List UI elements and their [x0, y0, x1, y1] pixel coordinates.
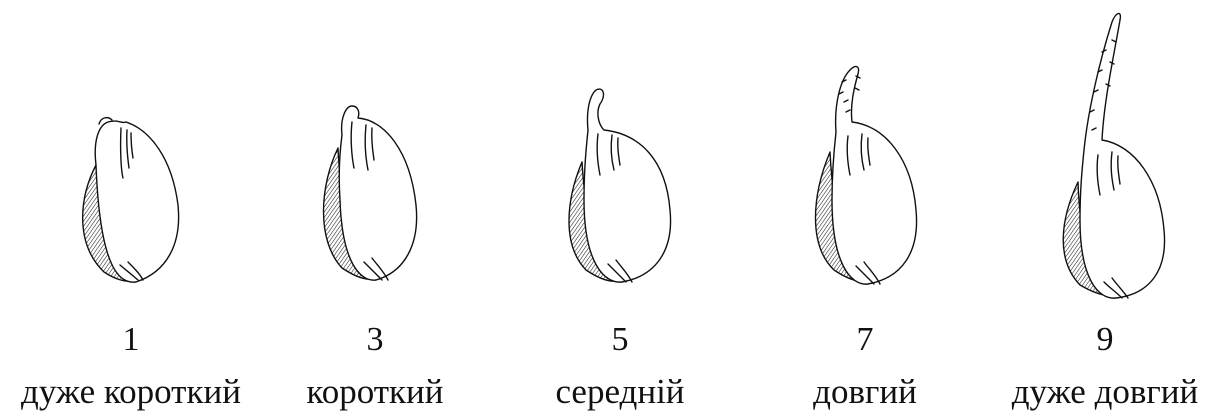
description-label: середній [500, 374, 740, 409]
panel-3: 3 короткий [255, 0, 495, 418]
score-label: 5 [500, 323, 740, 357]
score-label: 1 [11, 323, 251, 357]
score-label: 9 [985, 323, 1223, 357]
score-label: 3 [255, 323, 495, 357]
description-label: дуже довгий [985, 374, 1223, 409]
panel-9: 9 дуже довгий [985, 0, 1223, 418]
description-label: короткий [255, 374, 495, 409]
panel-1: 1 дуже короткий [11, 0, 251, 418]
panel-7: 7 довгий [745, 0, 985, 418]
panel-5: 5 середній [500, 0, 740, 418]
description-label: дуже короткий [11, 374, 251, 409]
score-label: 7 [745, 323, 985, 357]
description-label: довгий [745, 374, 985, 409]
